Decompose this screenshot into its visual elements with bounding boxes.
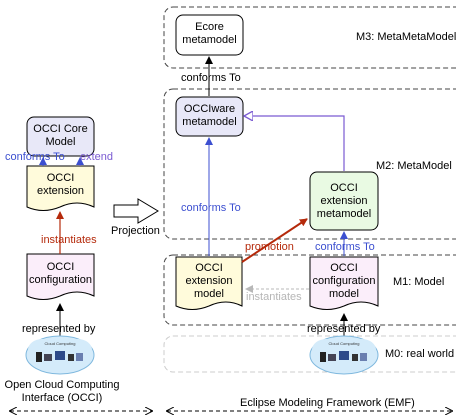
ext-model-line-2: extension — [185, 275, 233, 287]
ext-meta-line-2: extension — [320, 195, 368, 207]
layer-m1-frame — [163, 254, 456, 326]
configuration-model-text: OCCI configuration model — [310, 262, 378, 301]
core-line-1: OCCI Core — [33, 123, 88, 135]
cloud-computing-icon-right — [309, 335, 379, 375]
layer-m0-label: M0: real world — [385, 348, 455, 360]
ext-model-line-3: model — [194, 288, 224, 300]
label-projection: Projection — [111, 225, 160, 237]
extension-metamodel-text: OCCI extension metamodel — [310, 182, 378, 221]
conf-model-line-1: OCCI — [330, 262, 358, 274]
label-promotion: promotion — [245, 241, 294, 253]
emf-caption: Eclipse Modeling Framework (EMF) — [240, 397, 415, 409]
occi-extension-doc — [26, 165, 95, 211]
occiware-line-2: metamodel — [182, 116, 237, 128]
layer-m0-frame — [163, 335, 456, 373]
configuration-line-2: configuration — [29, 274, 92, 286]
occi-core-model-box — [26, 116, 95, 157]
ecore-metamodel-box — [175, 14, 244, 56]
extension-line-1: OCCI — [46, 172, 75, 184]
core-line-2: Model — [45, 136, 76, 148]
cloud-computing-icon-left — [25, 335, 95, 375]
layer-m3-label: M3: MetaMetaModel — [356, 31, 456, 43]
label-conforms-top: conforms To — [181, 72, 241, 84]
ext-model-line-1: OCCI — [195, 262, 223, 274]
label-conforms-right: conforms To — [315, 241, 375, 253]
configuration-line-1: OCCI — [46, 261, 75, 273]
projection-arrow — [113, 198, 159, 224]
ecore-line-2: metamodel — [182, 34, 237, 46]
layer-m3-frame — [163, 6, 456, 69]
occi-extension-text: OCCI extension — [27, 172, 94, 198]
occi-core-model-text: OCCI Core Model — [27, 123, 94, 149]
label-extend: extend — [80, 151, 114, 163]
ext-meta-line-3: metamodel — [316, 208, 372, 220]
ext-meta-line-1: OCCI — [330, 182, 358, 194]
occi-interface-line-1: Open Cloud Computing — [4, 379, 120, 391]
occi-interface-caption: Open Cloud Computing Interface (OCCI) — [0, 379, 124, 405]
label-conforms-mid: conforms To — [181, 202, 241, 214]
extension-line-2: extension — [36, 185, 85, 197]
extension-model-text: OCCI extension model — [176, 262, 242, 301]
arrow-extmodel-promotion — [241, 218, 308, 263]
label-conforms-left: conforms To — [5, 151, 65, 163]
ecore-line-1: Ecore — [195, 21, 224, 33]
layer-m1-label: M1: Model — [393, 276, 445, 288]
layer-m2-label: M2: MetaModel — [376, 160, 452, 172]
layer-m2-frame — [163, 88, 456, 240]
occi-configuration-doc — [26, 253, 95, 300]
configuration-model-doc — [309, 256, 379, 310]
arrow-extmeta-extends-occiware — [244, 116, 345, 171]
occi-configuration-text: OCCI configuration — [27, 261, 94, 287]
occi-interface-line-2: Interface (OCCI) — [21, 392, 103, 404]
extension-model-doc — [175, 256, 243, 310]
ecore-metamodel-text: Ecore metamodel — [176, 21, 243, 47]
conf-model-line-3: model — [329, 288, 359, 300]
label-instantiates: instantiates — [41, 234, 97, 246]
occiware-line-1: OCCIware — [183, 103, 236, 115]
extension-metamodel-box — [309, 171, 379, 231]
label-instantiates-gray: instantiates — [246, 291, 302, 303]
conf-model-line-2: configuration — [312, 275, 376, 287]
cloud-caption-right: Cloud Computing — [328, 341, 360, 346]
label-represented-left: represented by — [22, 323, 96, 335]
cloud-caption-left: Cloud Computing — [44, 341, 76, 346]
label-represented-right: represented by — [307, 323, 381, 335]
occiware-metamodel-text: OCCIware metamodel — [176, 103, 243, 129]
